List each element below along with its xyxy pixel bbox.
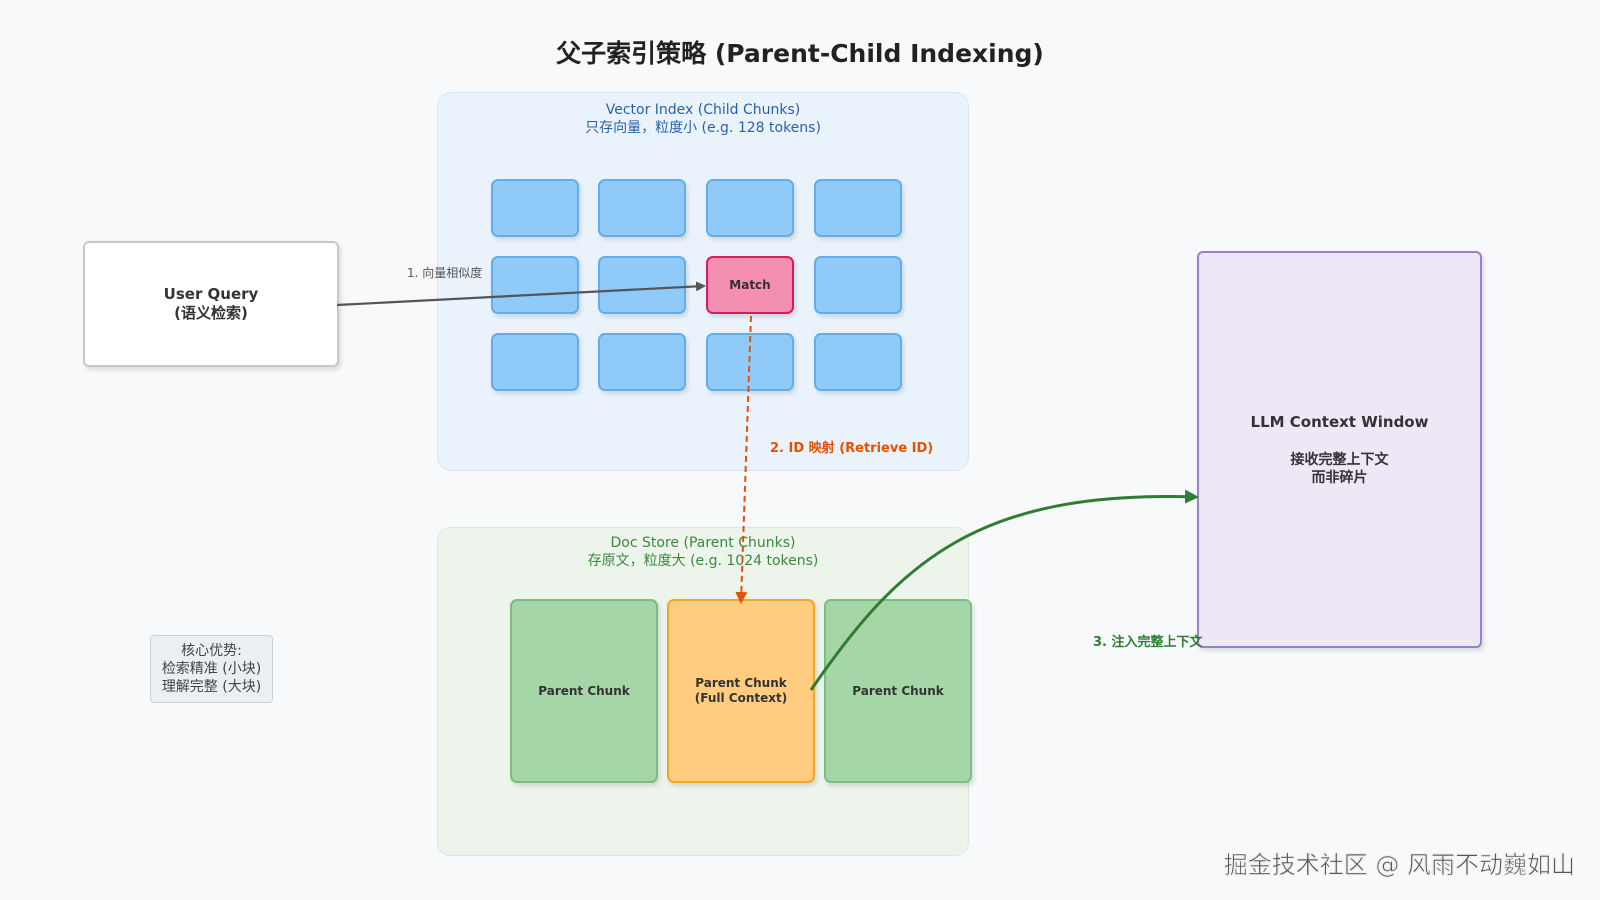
user-query-box: User Query (语义检索): [83, 241, 339, 367]
watermark: 掘金技术社区 @ 风雨不动巍如山: [1223, 851, 1575, 880]
llm-context-window-box: LLM Context Window 接收完整上下文 而非碎片: [1197, 251, 1482, 648]
child-chunk: [491, 256, 579, 314]
advantage-line3: 理解完整 (大块): [161, 679, 262, 695]
child-chunk: [491, 333, 579, 391]
parent-chunk-right: Parent Chunk: [824, 599, 972, 783]
child-chunk: [814, 179, 902, 237]
step3-label: 3. 注入完整上下文: [1093, 635, 1203, 650]
child-chunk: [706, 333, 794, 391]
vector-index-title-line2: 只存向量，粒度小 (e.g. 128 tokens): [585, 120, 821, 136]
child-chunk: [814, 256, 902, 314]
child-chunk: [598, 256, 686, 314]
child-chunk: [598, 333, 686, 391]
llm-line1: 接收完整上下文: [1290, 451, 1389, 468]
user-query-line1: User Query: [163, 285, 259, 303]
parent-chunk-left-label: Parent Chunk: [538, 683, 630, 698]
user-query-line2: (语义检索): [174, 304, 248, 322]
step1-label: 1. 向量相似度: [407, 266, 483, 280]
child-chunk: [491, 179, 579, 237]
advantage-line2: 检索精准 (小块): [161, 661, 262, 677]
child-chunk: [814, 333, 902, 391]
doc-store-title-line2: 存原文，粒度大 (e.g. 1024 tokens): [587, 553, 819, 569]
vector-index-title: Vector Index (Child Chunks) 只存向量，粒度小 (e.…: [438, 101, 968, 137]
doc-store-title-line1: Doc Store (Parent Chunks): [610, 535, 796, 551]
parent-chunk-center-line1: Parent Chunk: [695, 676, 787, 690]
child-chunk: [706, 179, 794, 237]
parent-chunk-left: Parent Chunk: [510, 599, 658, 783]
advantage-line1: 核心优势:: [181, 643, 242, 659]
core-advantage-box: 核心优势: 检索精准 (小块) 理解完整 (大块): [150, 635, 273, 703]
diagram-title: 父子索引策略 (Parent-Child Indexing): [556, 39, 1044, 68]
step2-label: 2. ID 映射 (Retrieve ID): [770, 441, 934, 456]
doc-store-title: Doc Store (Parent Chunks) 存原文，粒度大 (e.g. …: [438, 534, 968, 570]
parent-chunk-right-label: Parent Chunk: [852, 683, 944, 698]
match-chunk: Match: [706, 256, 794, 314]
llm-title: LLM Context Window: [1250, 412, 1429, 431]
parent-chunk-center-line2: (Full Context): [694, 691, 788, 705]
vector-index-title-line1: Vector Index (Child Chunks): [605, 102, 801, 118]
llm-line2: 而非碎片: [1311, 469, 1368, 486]
parent-chunk-full-context: Parent Chunk (Full Context): [667, 599, 815, 783]
child-chunk: [598, 179, 686, 237]
